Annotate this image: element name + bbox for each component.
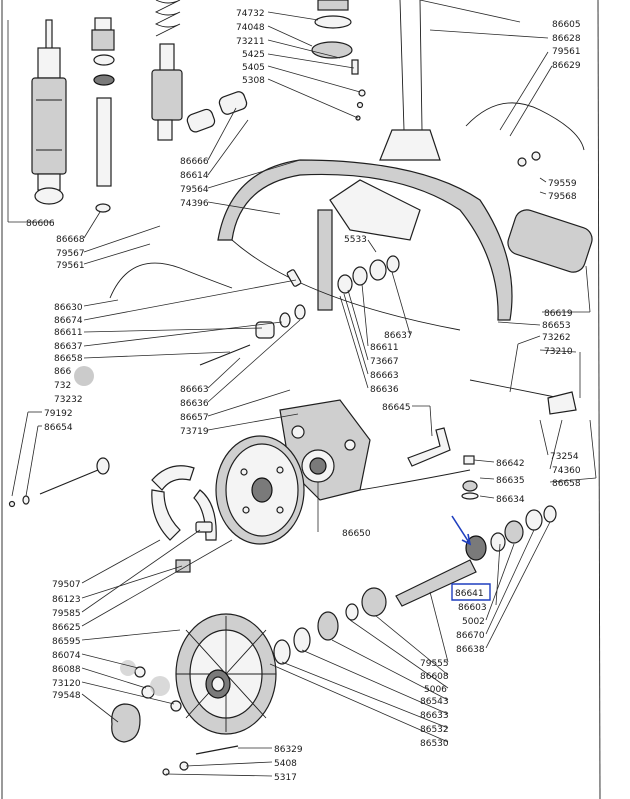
label-866-partial: 866 [54,367,71,377]
label-86530: 86530 [420,739,449,749]
label-86657: 86657 [180,413,209,423]
label-5308: 5308 [242,76,265,86]
label-86074: 86074 [52,651,81,661]
label-732-partial: 732 [54,381,71,391]
label-79585: 79585 [52,609,81,619]
label-86668: 86668 [56,235,85,245]
label-86595: 86595 [52,637,81,647]
label-86637-a: 86637 [54,342,83,352]
label-86606: 86606 [26,219,55,229]
label-86630: 86630 [54,303,83,313]
label-86653: 86653 [542,321,571,331]
label-79548: 79548 [52,691,81,701]
label-86663-a: 86663 [370,371,399,381]
smudge-2 [120,660,136,676]
spindle-washers [199,255,400,366]
label-73254: 73254 [550,452,579,462]
label-86642: 86642 [496,459,525,469]
label-73211: 73211 [236,37,265,47]
label-86663-b: 86663 [180,385,209,395]
label-86670: 86670 [456,631,485,641]
label-73262: 73262 [542,333,571,343]
brake-shoes [151,465,217,573]
label-79192: 79192 [44,409,73,419]
part-labels: 86605 86628 79561 86629 74732 74048 7321… [26,9,581,783]
label-79567: 79567 [56,249,85,259]
label-86633: 86633 [420,711,449,721]
label-86629: 86629 [552,61,581,71]
label-5408: 5408 [274,759,297,769]
pad-and-clip [465,102,593,273]
label-86654: 86654 [44,423,73,433]
label-86637-b: 86637 [384,331,413,341]
shock-absorber [31,19,67,205]
label-86532: 86532 [420,725,449,735]
label-86625: 86625 [52,623,81,633]
label-86619: 86619 [544,309,573,319]
handwritten-annotation [451,515,491,601]
label-74048: 74048 [236,23,265,33]
label-74360: 74360 [552,466,581,476]
label-86605: 86605 [552,20,581,30]
label-86611-a: 86611 [54,328,83,338]
label-73232: 73232 [54,395,83,405]
label-86634: 86634 [496,495,525,505]
label-86608: 86608 [420,672,449,682]
brake-cable [109,262,233,299]
axle-and-bearings [273,505,557,665]
label-86650: 86650 [342,529,371,539]
label-79559: 79559 [548,179,577,189]
label-5002: 5002 [462,617,485,627]
label-86628: 86628 [552,34,581,44]
label-86614: 86614 [180,171,209,181]
label-86123: 86123 [52,595,81,605]
label-86666: 86666 [180,157,209,167]
wheel-hub-drum [175,613,277,735]
label-86674: 86674 [54,316,83,326]
label-86635: 86635 [496,476,525,486]
label-73120: 73120 [52,679,81,689]
label-5405: 5405 [242,63,265,73]
label-5533: 5533 [344,235,367,245]
front-fork-and-mudguard [217,0,513,331]
label-73210: 73210 [544,347,573,357]
label-86611-b: 86611 [370,343,399,353]
label-5425: 5425 [242,50,265,60]
label-86543: 86543 [420,697,449,707]
leader-lines [7,0,597,777]
brake-lever-linkage [407,379,577,467]
label-79561-a: 79561 [552,47,581,57]
label-86603: 86603 [458,603,487,613]
wheel-spindle [8,457,110,508]
label-5006: 5006 [424,685,447,695]
label-79564: 79564 [180,185,209,195]
label-5317: 5317 [274,773,297,783]
label-86658-b: 86658 [552,479,581,489]
spring-and-rods [91,0,248,213]
smudge-3 [150,676,170,696]
label-79568: 79568 [548,192,577,202]
label-79555: 79555 [420,659,449,669]
smudge-1 [74,366,94,386]
label-86658-a: 86658 [54,354,83,364]
label-86636-a: 86636 [370,385,399,395]
label-86641: 86641 [455,589,484,599]
frame-line-right [597,0,601,799]
label-74396: 74396 [180,199,209,209]
label-86645: 86645 [382,403,411,413]
label-79507: 79507 [52,580,81,590]
label-73719: 73719 [180,427,209,437]
label-86638: 86638 [456,645,485,655]
label-79561-b: 79561 [56,261,85,271]
fasteners [111,455,479,776]
brake-drum-backplate [215,435,305,545]
label-74732: 74732 [236,9,265,19]
label-86088: 86088 [52,665,81,675]
label-86636-b: 86636 [180,399,209,409]
label-73667: 73667 [370,357,399,367]
steering-bearing-set [311,0,366,121]
label-86329: 86329 [274,745,303,755]
